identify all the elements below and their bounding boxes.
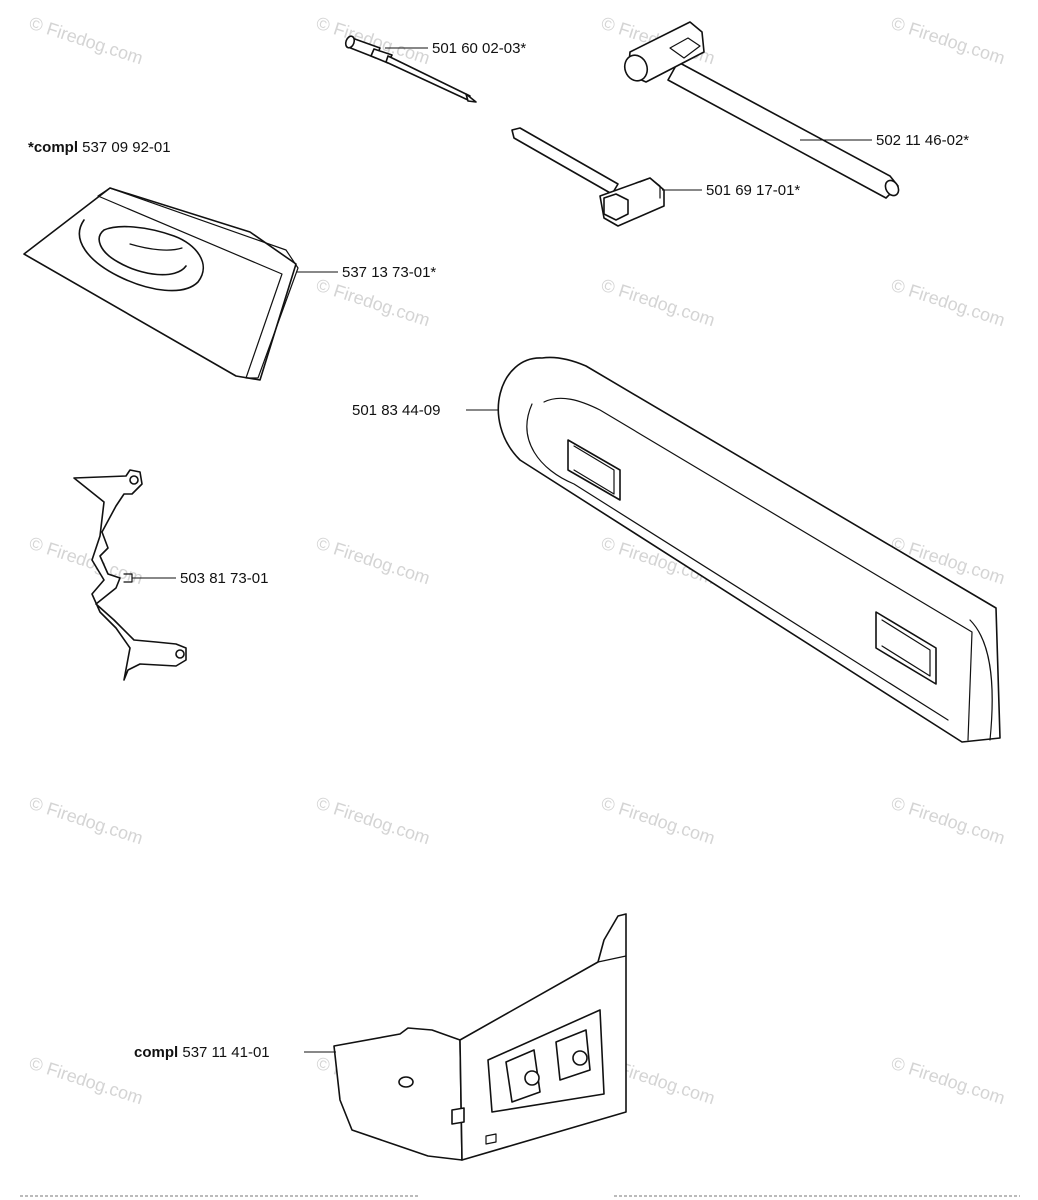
spike-bumper-drawing	[73, 469, 187, 681]
clutch-cover-part-number: compl 537 11 41-01	[134, 1044, 270, 1061]
watermark: © Firedog.com	[314, 275, 433, 331]
watermark: © Firedog.com	[27, 13, 146, 69]
tool-bag-strap	[78, 219, 204, 292]
combi-wrench-hex	[603, 193, 629, 221]
watermark: © Firedog.com	[599, 793, 718, 849]
combi-wrench-blade	[511, 127, 619, 195]
spike-bumper-hole-top	[129, 475, 139, 485]
compl-kit-note-number: 537 09 92-01	[78, 139, 171, 156]
clutch-cover-part-code: 537 11 41-01	[178, 1044, 269, 1061]
spike-bumper-hole-bottom	[175, 649, 185, 659]
watermark: © Firedog.com	[599, 275, 718, 331]
watermark: © Firedog.com	[889, 275, 1008, 331]
watermark: © Firedog.com	[27, 533, 146, 589]
watermark: © Firedog.com	[314, 13, 433, 69]
long-wrench-part-number: 502 11 46-02*	[876, 132, 969, 149]
clutch-cover-side	[333, 1027, 463, 1161]
bar-guard-inner-edge	[526, 403, 949, 721]
clutch-cover-hole	[398, 1076, 414, 1088]
clutch-cover-adjuster-left	[505, 1049, 541, 1103]
watermark: © Firedog.com	[889, 13, 1008, 69]
watermark: © Firedog.com	[889, 793, 1008, 849]
bar-guard-shell	[497, 356, 1001, 743]
long-wrench-head-detail	[669, 37, 701, 59]
watermark: © Firedog.com	[314, 533, 433, 589]
long-wrench-socket-hole	[623, 54, 649, 82]
clutch-cover-nut-left	[524, 1070, 540, 1086]
combi-wrench-socket-rim	[639, 177, 661, 199]
screwdriver-part-number: 501 60 02-03*	[432, 40, 526, 57]
watermark: © Firedog.com	[27, 1053, 146, 1109]
bar-guard-drawing	[497, 356, 1001, 743]
screwdriver-drawing	[344, 35, 477, 103]
bar-guard-window-left	[567, 439, 621, 501]
clutch-cover-clip	[485, 1133, 497, 1145]
compl-kit-note: *compl 537 09 92-01	[28, 139, 171, 156]
tool-bag-part-number: 537 13 73-01*	[342, 264, 436, 281]
spike-bumper-plate	[73, 469, 187, 681]
compl-kit-note-prefix: *compl	[28, 139, 78, 156]
watermark: © Firedog.com	[27, 793, 146, 849]
bar-guard-window-left-inner	[573, 445, 615, 495]
spike-bumper-part-number: 503 81 73-01	[180, 570, 268, 587]
bar-guard-window-right	[875, 611, 937, 685]
bar-guard-opening	[969, 619, 993, 741]
tool-bag-strap-fold	[129, 243, 183, 251]
combi-wrench-part-number: 501 69 17-01*	[706, 182, 800, 199]
tool-bag-rim	[97, 187, 299, 379]
watermark: © Firedog.com	[889, 1053, 1008, 1109]
bar-guard-inner-slot	[543, 397, 973, 741]
watermark: © Firedog.com	[314, 793, 433, 849]
combi-wrench-drawing	[511, 127, 665, 227]
clutch-cover-drawing	[333, 913, 627, 1161]
bar-guard-window-right-inner	[881, 619, 931, 677]
clutch-cover-nut-right	[572, 1050, 588, 1066]
long-wrench-shaft	[667, 61, 899, 199]
long-wrench-shaft-end	[884, 179, 900, 197]
long-wrench-drawing	[623, 21, 900, 199]
clutch-cover-tab	[451, 1107, 465, 1125]
tool-bag-drawing	[23, 187, 299, 381]
bar-guard-part-number: 501 83 44-09	[352, 402, 440, 419]
clutch-cover-edge	[597, 955, 627, 963]
screwdriver-tip	[465, 93, 477, 103]
screwdriver-handle-end	[344, 35, 356, 49]
clutch-cover-part-prefix: compl	[134, 1044, 178, 1061]
